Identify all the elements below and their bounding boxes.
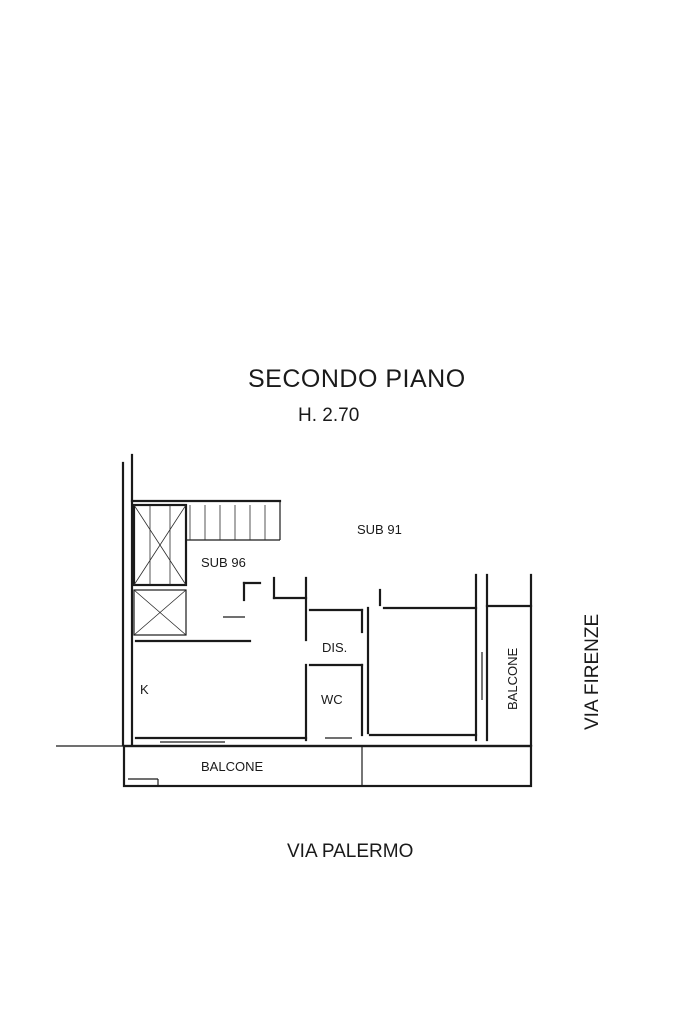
street-label-south: VIA PALERMO xyxy=(287,841,413,862)
room-label-bathroom: WC xyxy=(321,692,343,707)
stair-hatch xyxy=(133,504,266,636)
unit-label-main: SUB 91 xyxy=(357,522,402,537)
ceiling-height: H. 2.70 xyxy=(298,405,359,426)
room-label-balcony-east: BALCONE xyxy=(505,648,520,710)
unit-label-stair: SUB 96 xyxy=(201,555,246,570)
street-label-east: VIA FIRENZE xyxy=(582,614,603,730)
room-label-balcony-south: BALCONE xyxy=(201,759,263,774)
room-label-hall: DIS. xyxy=(322,640,347,655)
outer-walls xyxy=(56,453,533,788)
room-label-kitchen: K xyxy=(140,682,149,697)
floor-title: SECONDO PIANO xyxy=(248,365,466,393)
